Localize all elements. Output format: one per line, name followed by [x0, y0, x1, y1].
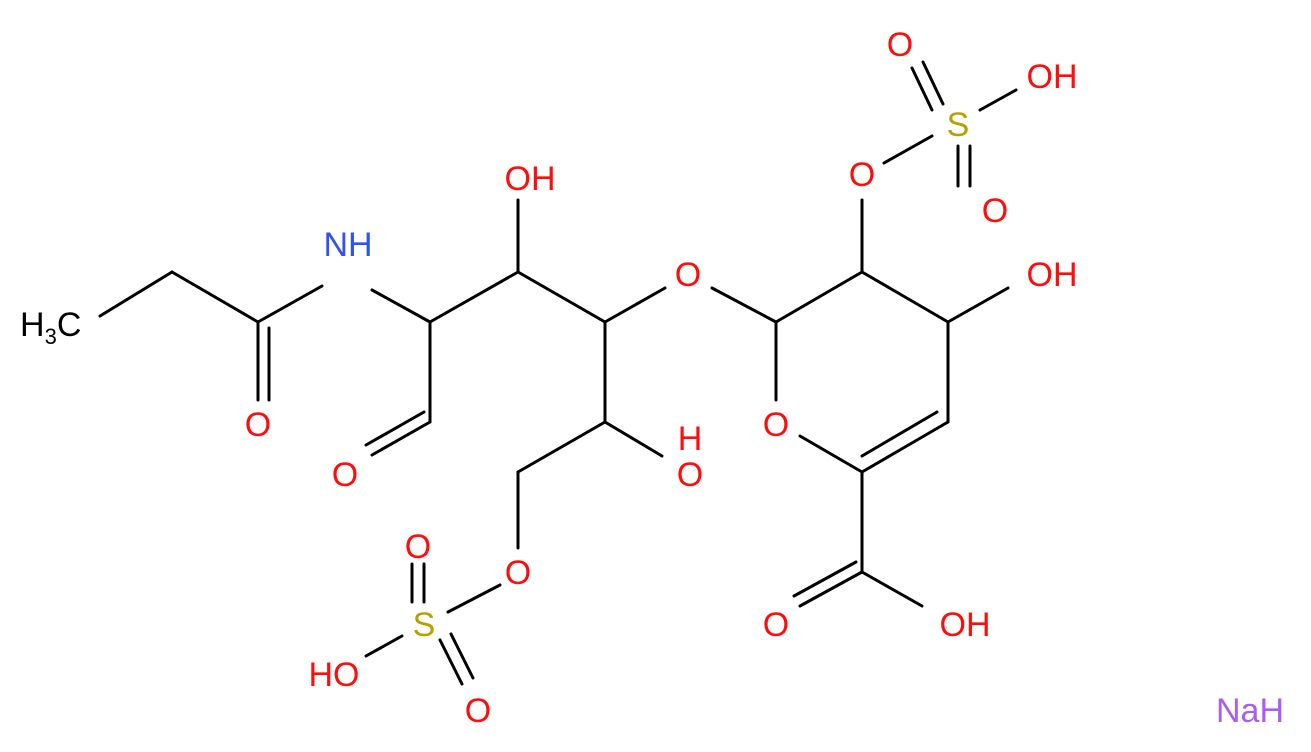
- bond-cho-o: [370, 420, 432, 457]
- atom-labels: H3C NH O O OH O H OH O O S O HO O O S O …: [20, 26, 1284, 730]
- bond-cooh-o-double: [792, 560, 858, 598]
- bond-c5r-o-ring: [798, 434, 864, 474]
- acid-hydroxyl-label: OH: [940, 606, 991, 644]
- bond-s-ho: [364, 634, 404, 658]
- bond-c1r-c2r: [774, 270, 864, 324]
- right-sulfur-label: S: [947, 106, 970, 144]
- bond-cooh-o: [798, 570, 864, 608]
- right-sulfate-bottom-oxygen-label: O: [982, 192, 1008, 230]
- ring-sulfate-oxygen-label: O: [849, 156, 875, 194]
- bond-c5-c6: [516, 420, 607, 474]
- bond-c3-c4: [516, 270, 607, 324]
- bond-ch3-ch2: [98, 270, 174, 318]
- bond-o6-s: [446, 583, 502, 614]
- bond-ch2-c1: [170, 270, 260, 324]
- bond-s-o-bottom: [438, 638, 464, 686]
- bond-cho-o-double: [364, 410, 426, 447]
- bond-c5-oh: [603, 420, 664, 458]
- left-sulfate-top-oxygen-label: O: [405, 528, 431, 566]
- left-sulfate-hydroxyl-label: HO: [309, 656, 360, 694]
- bond-c3r-oh: [946, 286, 1010, 324]
- bond-c2r-c3r: [860, 270, 950, 324]
- c5-hydroxyl-o-label: O: [677, 456, 703, 494]
- bond-s-o-top-right-double: [910, 66, 934, 112]
- glycosidic-oxygen-label: O: [675, 256, 701, 294]
- aldehyde-oxygen-label: O: [332, 456, 358, 494]
- ch3-label: H3C: [20, 306, 81, 349]
- bond-nh-c2: [370, 288, 432, 324]
- bond-s-o-bottom-double: [449, 632, 475, 680]
- c5-hydroxyl-h-label: H: [678, 420, 703, 458]
- bond-c1-nh: [256, 284, 324, 324]
- ring-hydroxyl-label: OH: [1027, 256, 1078, 294]
- ring-oxygen-label: O: [763, 406, 789, 444]
- acid-oxygen-label: O: [763, 606, 789, 644]
- right-sulfate-top-oxygen-label: O: [887, 26, 913, 64]
- left-sulfate-bottom-oxygen-label: O: [465, 692, 491, 730]
- bond-c4r-c5r: [860, 420, 950, 474]
- bond-cooh-oh: [860, 570, 924, 608]
- bond-o-glyco-c1r: [710, 286, 778, 324]
- bonds: [98, 60, 1018, 686]
- bond-c4-o-glyco: [603, 286, 667, 324]
- amide-oxygen-label: O: [245, 406, 271, 444]
- bond-o-sulfate-s: [882, 134, 934, 165]
- nh-label: NH: [323, 226, 372, 264]
- bond-c4r-c5r-double: [860, 410, 939, 458]
- right-sulfate-hydroxyl-label: OH: [1027, 58, 1078, 96]
- c6-oxygen-label: O: [505, 554, 531, 592]
- c3-hydroxyl-label: OH: [505, 160, 556, 198]
- sodium-hydride-label: NaH: [1216, 692, 1284, 730]
- bond-c2-c3: [428, 270, 520, 324]
- bond-s-oh-right: [978, 88, 1018, 112]
- bond-s-o-top-right: [921, 60, 945, 106]
- left-sulfur-label: S: [413, 606, 436, 644]
